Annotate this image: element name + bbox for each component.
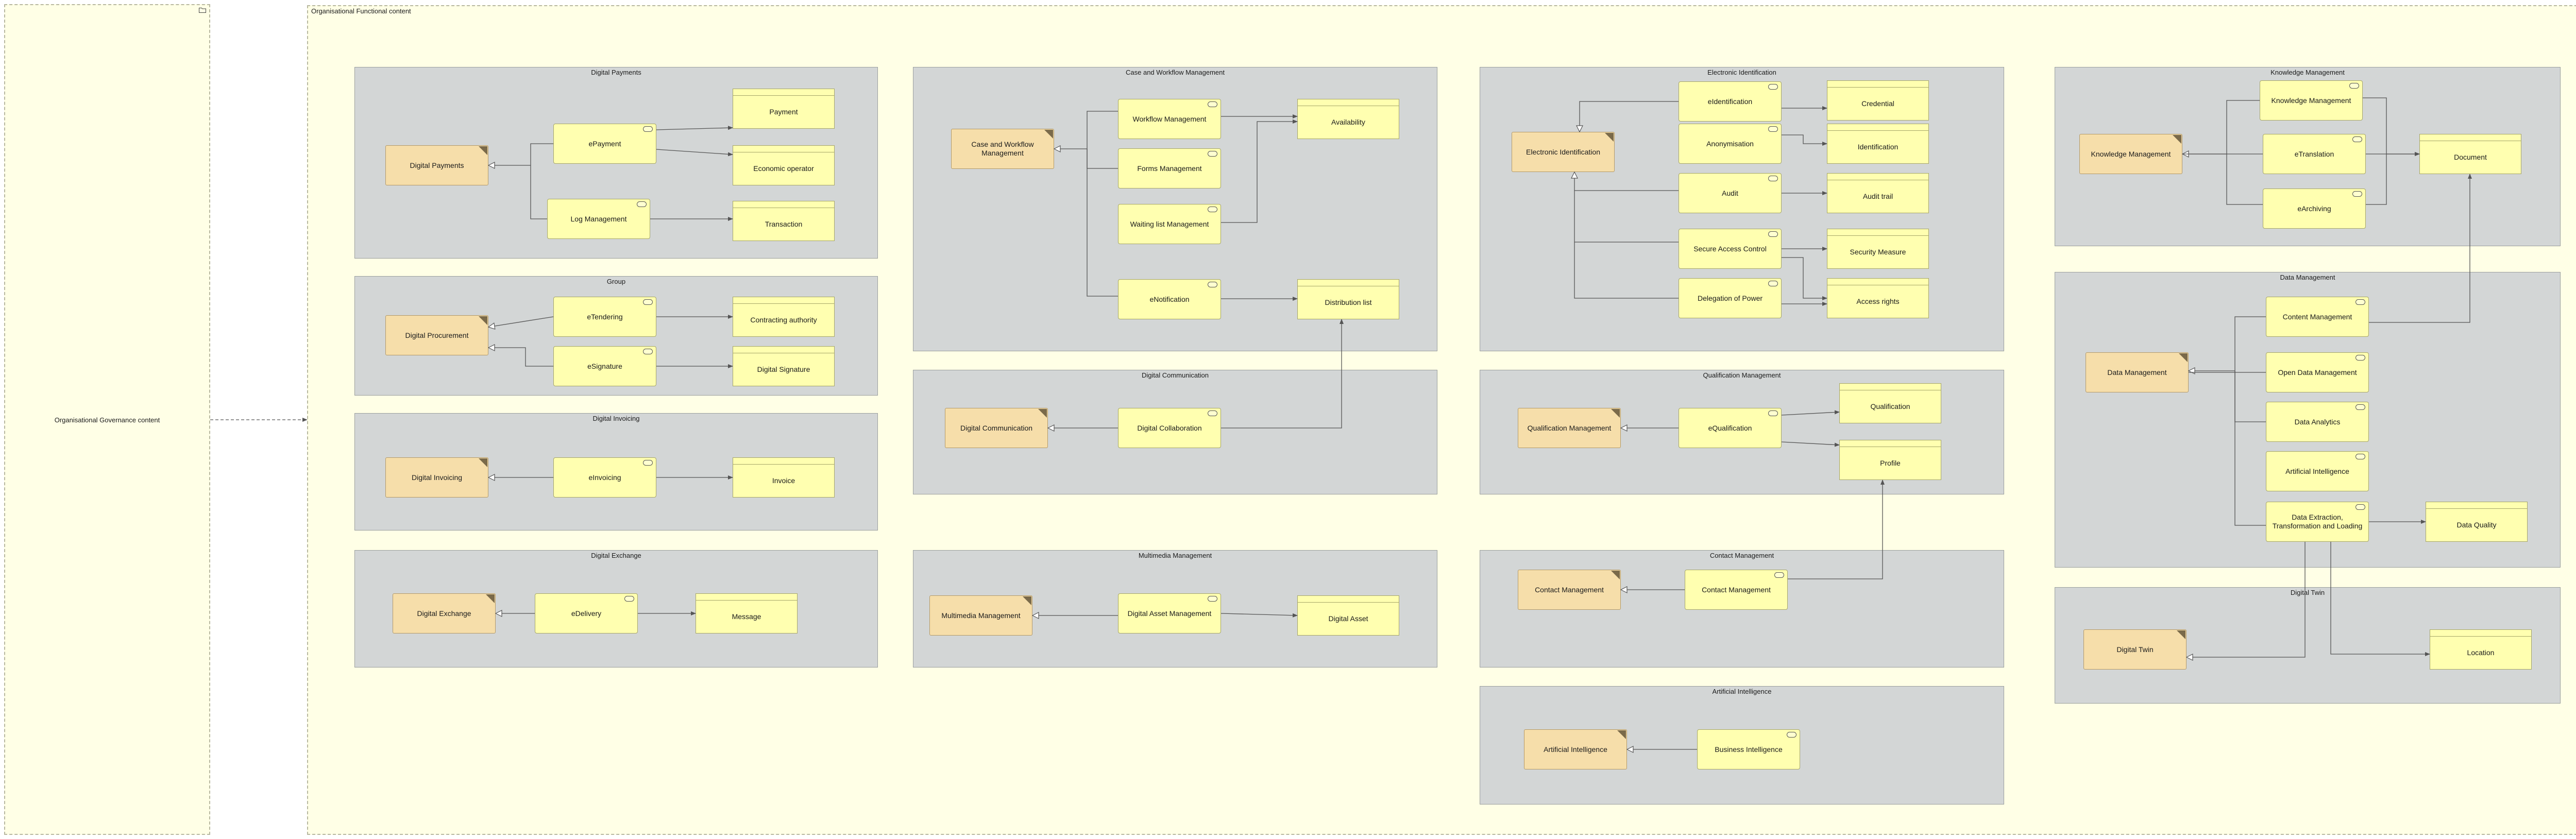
service-eidentification[interactable]: eIdentification	[1679, 81, 1782, 122]
domain-title: Contact Management	[1709, 552, 1774, 559]
service-content-management[interactable]: Content Management	[2266, 297, 2369, 337]
object-document[interactable]: Document	[2419, 134, 2521, 174]
object-distribution-list[interactable]: Distribution list	[1297, 279, 1399, 319]
object-data-quality[interactable]: Data Quality	[2426, 502, 2528, 542]
object-profile[interactable]: Profile	[1839, 440, 1941, 480]
service-knowledge-management[interactable]: Knowledge Management	[2260, 80, 2363, 121]
function-contact[interactable]: Contact Management	[1518, 570, 1621, 610]
function-multimedia[interactable]: Multimedia Management	[929, 595, 1032, 636]
domain-title: Case and Workflow Management	[1126, 69, 1225, 76]
service-etranslation[interactable]: eTranslation	[2263, 134, 2366, 174]
function-digital-payments[interactable]: Digital Payments	[385, 145, 488, 185]
function-electronic-identification[interactable]: Electronic Identification	[1512, 132, 1615, 172]
domain-title: Knowledge Management	[2270, 69, 2345, 76]
service-log-management[interactable]: Log Management	[547, 199, 650, 239]
function-knowledge[interactable]: Knowledge Management	[2079, 134, 2182, 174]
service-delegation-of-power[interactable]: Delegation of Power	[1679, 278, 1782, 318]
service-earchiving[interactable]: eArchiving	[2263, 189, 2366, 229]
domain-title: Digital Twin	[2290, 589, 2325, 596]
function-digital-exchange[interactable]: Digital Exchange	[393, 593, 496, 633]
domain-title: Digital Exchange	[591, 552, 641, 559]
service-esignature[interactable]: eSignature	[553, 346, 656, 386]
domain-title: Qualification Management	[1703, 371, 1781, 379]
service-equalification[interactable]: eQualification	[1679, 408, 1782, 448]
domain-title: Data Management	[2280, 273, 2335, 281]
object-payment[interactable]: Payment	[733, 89, 835, 129]
domain-title: Multimedia Management	[1138, 552, 1212, 559]
folder-icon	[199, 8, 206, 13]
object-audit-trail[interactable]: Audit trail	[1827, 173, 1929, 213]
service-data-analytics[interactable]: Data Analytics	[2266, 402, 2369, 442]
function-digital-twin[interactable]: Digital Twin	[2083, 629, 2187, 670]
object-digital-asset[interactable]: Digital Asset	[1297, 595, 1399, 636]
functional-label: Organisational Functional content	[311, 7, 411, 15]
service-digital-asset-management[interactable]: Digital Asset Management	[1118, 593, 1221, 633]
service-business-intelligence[interactable]: Business Intelligence	[1697, 729, 1800, 769]
service-etendering[interactable]: eTendering	[553, 297, 656, 337]
service-forms-management[interactable]: Forms Management	[1118, 148, 1221, 189]
service-open-data-management[interactable]: Open Data Management	[2266, 352, 2369, 392]
object-identification[interactable]: Identification	[1827, 124, 1929, 164]
object-availability[interactable]: Availability	[1297, 99, 1399, 139]
service-artificial-intelligence[interactable]: Artificial Intelligence	[2266, 451, 2369, 491]
service-enotification[interactable]: eNotification	[1118, 279, 1221, 319]
service-audit[interactable]: Audit	[1679, 173, 1782, 213]
function-qualification[interactable]: Qualification Management	[1518, 408, 1621, 448]
function-digital-invoicing[interactable]: Digital Invoicing	[385, 457, 488, 498]
domain-title: Digital Invoicing	[592, 415, 640, 422]
function-case-workflow[interactable]: Case and Workflow Management	[951, 129, 1054, 169]
object-qualification[interactable]: Qualification	[1839, 383, 1941, 423]
service-secure-access-control[interactable]: Secure Access Control	[1679, 229, 1782, 269]
function-ai[interactable]: Artificial Intelligence	[1524, 729, 1627, 769]
service-digital-collaboration[interactable]: Digital Collaboration	[1118, 408, 1221, 448]
domain-title: Electronic Identification	[1707, 69, 1776, 76]
domain-title: Digital Communication	[1141, 371, 1209, 379]
function-digital-communication[interactable]: Digital Communication	[945, 408, 1048, 448]
service-waiting-list-management[interactable]: Waiting list Management	[1118, 204, 1221, 244]
governance-label: Organisational Governance content	[54, 416, 160, 424]
service-einvoicing[interactable]: eInvoicing	[553, 457, 656, 498]
domain-title: Artificial Intelligence	[1712, 688, 1772, 695]
service-edelivery[interactable]: eDelivery	[535, 593, 638, 633]
object-message[interactable]: Message	[696, 593, 798, 633]
object-invoice[interactable]: Invoice	[733, 457, 835, 498]
governance-group: Organisational Governance content	[4, 4, 210, 835]
object-economic-operator[interactable]: Economic operator	[733, 145, 835, 185]
object-digital-signature[interactable]: Digital Signature	[733, 346, 835, 386]
object-credential[interactable]: Credential	[1827, 80, 1929, 121]
service-workflow-management[interactable]: Workflow Management	[1118, 99, 1221, 139]
object-transaction[interactable]: Transaction	[733, 201, 835, 241]
function-digital-procurement[interactable]: Digital Procurement	[385, 315, 488, 355]
service-contact-management[interactable]: Contact Management	[1685, 570, 1788, 610]
service-data-etl[interactable]: Data Extraction, Transformation and Load…	[2266, 502, 2369, 542]
object-location[interactable]: Location	[2430, 629, 2532, 670]
function-data[interactable]: Data Management	[2086, 352, 2189, 392]
domain-title: Group	[606, 278, 626, 285]
domain-title: Digital Payments	[591, 69, 641, 76]
service-anonymisation[interactable]: Anonymisation	[1679, 124, 1782, 164]
object-access-rights[interactable]: Access rights	[1827, 278, 1929, 318]
object-security-measure[interactable]: Security Measure	[1827, 229, 1929, 269]
service-epayment[interactable]: ePayment	[553, 124, 656, 164]
object-contracting-authority[interactable]: Contracting authority	[733, 297, 835, 337]
